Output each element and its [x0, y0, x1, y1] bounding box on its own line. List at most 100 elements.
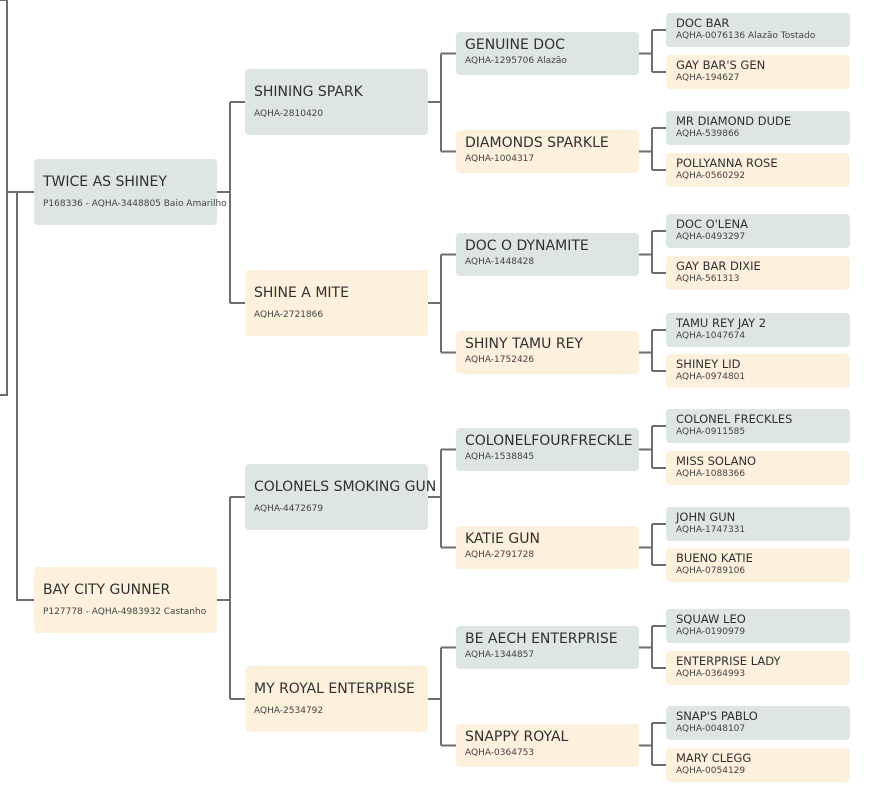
horse-name: TWICE AS SHINEY: [43, 174, 167, 190]
horse-name: BAY CITY GUNNER: [43, 582, 171, 598]
pedigree-node-gen3-7[interactable]: BE AECH ENTERPRISE AQHA-1344857: [456, 626, 639, 669]
horse-name: SHINY TAMU REY: [465, 336, 583, 352]
horse-registration: AQHA-1448428: [465, 257, 535, 267]
horse-registration: AQHA-0054129: [676, 766, 746, 776]
horse-name: DOC BAR: [676, 16, 730, 30]
horse-registration: AQHA-0364753: [465, 748, 535, 758]
pedigree-node-gen2-4[interactable]: MY ROYAL ENTERPRISE AQHA-2534792: [245, 666, 428, 732]
horse-name: GENUINE DOC: [465, 37, 565, 53]
horse-name: SHINEY LID: [676, 357, 741, 371]
pedigree-node-gen3-5[interactable]: COLONELFOURFRECKLE AQHA-1538845: [456, 428, 639, 471]
horse-name: JOHN GUN: [676, 510, 736, 524]
horse-registration: AQHA-1088366: [676, 469, 746, 479]
horse-registration: AQHA-2791728: [465, 550, 535, 560]
horse-registration: AQHA-561313: [676, 274, 740, 284]
connector-gen3-7: [639, 625, 666, 669]
pedigree-node-gen2-2[interactable]: SHINE A MITE AQHA-2721866: [245, 270, 428, 336]
horse-name: MY ROYAL ENTERPRISE: [254, 681, 415, 697]
horse-registration: AQHA-2810420: [254, 109, 324, 119]
horse-name: DOC O DYNAMITE: [465, 238, 589, 254]
horse-registration: AQHA-539866: [676, 129, 740, 139]
horse-name: BE AECH ENTERPRISE: [465, 631, 618, 647]
connector-gen3-4: [639, 329, 666, 372]
horse-registration: AQHA-1752426: [465, 355, 535, 365]
horse-name: TAMU REY JAY 2: [676, 316, 767, 330]
horse-registration: AQHA-1538845: [465, 452, 535, 462]
connector-gen2-4: [428, 646, 456, 747]
horse-registration: AQHA-1747331: [676, 525, 746, 535]
pedigree-node-gen1-2[interactable]: BAY CITY GUNNER P127778 - AQHA-4983932 Ca…: [34, 567, 217, 633]
horse-name: SNAPPY ROYAL: [465, 729, 569, 745]
connector-gen1-1: [217, 101, 245, 304]
connector-gen3-8: [639, 722, 666, 766]
horse-name: COLONELS SMOKING GUN: [254, 479, 437, 495]
horse-name: MR DIAMOND DUDE: [676, 114, 792, 128]
horse-name: SNAP'S PABLO: [676, 709, 758, 723]
pedigree-node-gen3-2[interactable]: DIAMONDS SPARKLE AQHA-1004317: [456, 130, 639, 173]
horse-name: KATIE GUN: [465, 531, 540, 547]
horse-registration: AQHA-4472679: [254, 504, 324, 514]
horse-registration: AQHA-0789106: [676, 566, 746, 576]
pedigree-node-gen2-3[interactable]: COLONELS SMOKING GUN AQHA-4472679: [245, 464, 437, 530]
horse-registration: AQHA-0974801: [676, 372, 746, 382]
connector-gen3-2: [639, 127, 666, 171]
pedigree-node-gen3-1[interactable]: GENUINE DOC AQHA-1295706 Alazão: [456, 32, 639, 75]
pedigree-node-gen2-1[interactable]: SHINING SPARK AQHA-2810420: [245, 69, 428, 135]
horse-name: SQUAW LEO: [676, 612, 746, 626]
connector-gen2-1: [428, 52, 456, 153]
horse-registration: AQHA-0560292: [676, 171, 746, 181]
horse-name: MISS SOLANO: [676, 454, 757, 468]
connector-gen3-3: [639, 230, 666, 274]
horse-name: SHINING SPARK: [254, 84, 363, 100]
horse-registration: AQHA-0364993: [676, 669, 746, 679]
horse-name: DOC O'LENA: [676, 217, 748, 231]
horse-registration: AQHA-2721866: [254, 310, 324, 320]
horse-name: DIAMONDS SPARKLE: [465, 135, 609, 151]
connector-gen3-6: [639, 523, 666, 566]
pedigree-node-gen3-8[interactable]: SNAPPY ROYAL AQHA-0364753: [456, 724, 639, 767]
horse-registration: AQHA-1344857: [465, 650, 535, 660]
horse-registration: AQHA-1047674: [676, 331, 746, 341]
horse-registration: AQHA-2534792: [254, 706, 324, 716]
horse-name: MARY CLEGG: [676, 751, 752, 765]
connector-root-dam: [7, 191, 34, 601]
connector-gen2-2: [428, 253, 456, 354]
horse-registration: AQHA-0911585: [676, 427, 746, 437]
horse-registration: P168336 - AQHA-3448805 Baio Amarilho: [43, 199, 227, 209]
pedigree-node-gen3-3[interactable]: DOC O DYNAMITE AQHA-1448428: [456, 233, 639, 276]
horse-registration: AQHA-1295706 Alazão: [465, 56, 567, 66]
horse-name: SHINE A MITE: [254, 285, 349, 301]
horse-name: COLONEL FRECKLES: [676, 412, 793, 426]
connector-gen3-1: [639, 29, 666, 73]
connector-root: [0, 0, 8, 396]
pedigree-node-gen3-4[interactable]: SHINY TAMU REY AQHA-1752426: [456, 331, 639, 374]
horse-registration: AQHA-0190979: [676, 627, 746, 637]
horse-registration: AQHA-0076136 Alazão Tostado: [676, 31, 816, 41]
connector-gen3-5: [639, 425, 666, 469]
horse-registration: AQHA-0048107: [676, 724, 746, 734]
horse-name: GAY BAR'S GEN: [676, 58, 766, 72]
horse-registration: P127778 - AQHA-4983932 Castanho: [43, 607, 207, 617]
connector-gen1-2: [217, 496, 245, 700]
horse-name: COLONELFOURFRECKLE: [465, 433, 633, 449]
horse-registration: AQHA-1004317: [465, 154, 535, 164]
pedigree-node-gen3-6[interactable]: KATIE GUN AQHA-2791728: [456, 526, 639, 569]
connector-gen2-3: [428, 448, 456, 549]
pedigree-node-gen1-1[interactable]: TWICE AS SHINEY P168336 - AQHA-3448805 Ba…: [34, 159, 227, 225]
